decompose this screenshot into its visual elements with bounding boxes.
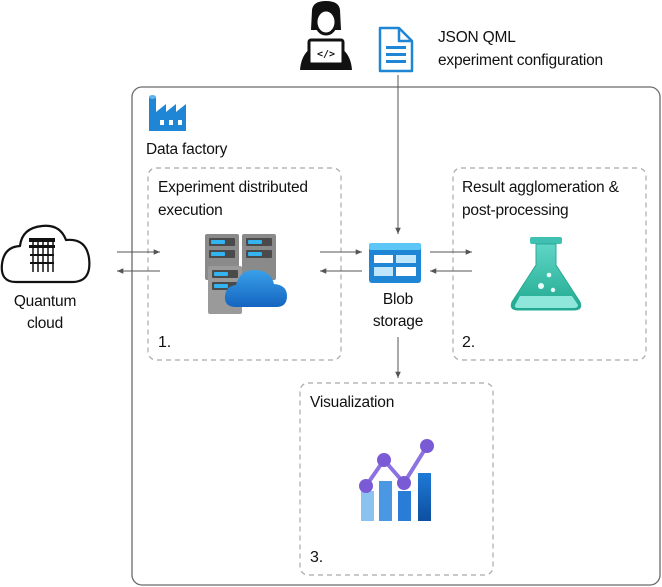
post-processing-title-line1: Result agglomeration & — [462, 179, 619, 196]
step-number-1: 1. — [158, 334, 171, 351]
step-number-2: 2. — [462, 334, 475, 351]
blob-storage-icon — [369, 243, 421, 283]
config-label-line1: JSON QML — [438, 29, 516, 46]
step-number-3: 3. — [310, 549, 323, 566]
svg-text:</>: </> — [317, 49, 335, 60]
config-label-line2: experiment configuration — [438, 52, 603, 69]
flask-icon — [510, 237, 582, 311]
post-processing-title-line2: post-processing — [462, 202, 569, 219]
data-factory-frame — [131, 86, 661, 586]
servers-cloud-icon — [205, 234, 287, 314]
chart-icon — [359, 439, 434, 521]
quantum-cloud-icon — [0, 224, 91, 284]
quantum-cloud-label-line2: cloud — [26, 315, 64, 332]
developer-laptop-icon: </> — [300, 1, 352, 70]
document-icon — [378, 26, 414, 73]
execution-title-line1: Experiment distributed — [158, 179, 308, 196]
data-factory-label: Data factory — [146, 141, 228, 158]
quantum-cloud-label-line1: Quantum — [13, 293, 77, 310]
factory-icon — [149, 95, 186, 131]
visualization-title: Visualization — [310, 394, 395, 411]
execution-title-line2: execution — [158, 202, 223, 219]
blob-label-line1: Blob — [382, 291, 414, 308]
blob-label-line2: storage — [372, 313, 424, 330]
